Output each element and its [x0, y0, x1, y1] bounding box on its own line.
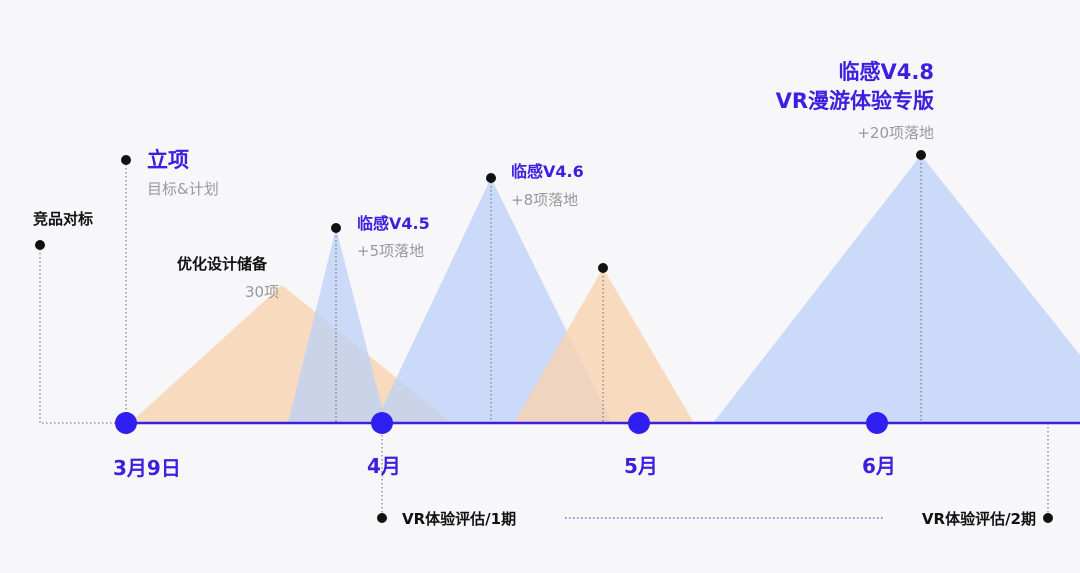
milestone-v48-subtitle: +20项落地 [857, 124, 934, 142]
month-dot-jun [866, 412, 888, 434]
kickoff-dot [121, 155, 131, 165]
milestone-reserve-subtitle: 30项 [245, 283, 280, 301]
v45-dot [331, 223, 341, 233]
milestone-v45-title: 临感V4.5 [357, 214, 430, 233]
v48-blue-triangle [713, 155, 1080, 423]
milestone-kickoff-subtitle: 目标&计划 [147, 180, 219, 198]
month-label-jun: 6月 [862, 454, 896, 478]
milestone-competitor-title: 竞品对标 [33, 210, 94, 228]
month-dot-may [628, 412, 650, 434]
v46-dot [486, 173, 496, 183]
competitor-leader [39, 245, 126, 424]
month-dot-apr [371, 412, 393, 434]
milestone-reserve-title: 优化设计储备 [177, 255, 268, 273]
milestone-v46-title: 临感V4.6 [511, 162, 584, 181]
milestone-kickoff-title: 立项 [147, 148, 189, 172]
month-label-apr: 4月 [367, 454, 401, 478]
competitor-dot [35, 240, 45, 250]
milestone-v45-subtitle: +5项落地 [357, 242, 425, 260]
evaluation-first-dot [377, 513, 387, 523]
milestone-v46-subtitle: +8项落地 [511, 191, 579, 209]
v48-dot [916, 150, 926, 160]
evaluation-second-label: VR体验评估/2期 [921, 510, 1036, 528]
month-dot-mar9 [115, 412, 137, 434]
milestone-v48-title: 临感V4.8 [838, 60, 934, 84]
may-dot [598, 263, 608, 273]
v45-blue-triangle [288, 228, 386, 423]
evaluation-first-label: VR体验评估/1期 [402, 510, 517, 528]
milestone-v48-label: 临感V4.8 VR漫游体验专版 +20项落地 [776, 58, 934, 146]
milestone-v48-title2: VR漫游体验专版 [775, 89, 934, 113]
may-orange-triangle [514, 268, 694, 423]
month-label-may: 5月 [624, 454, 658, 478]
month-label-mar9: 3月9日 [113, 456, 181, 480]
evaluation-second-dot [1043, 513, 1053, 523]
